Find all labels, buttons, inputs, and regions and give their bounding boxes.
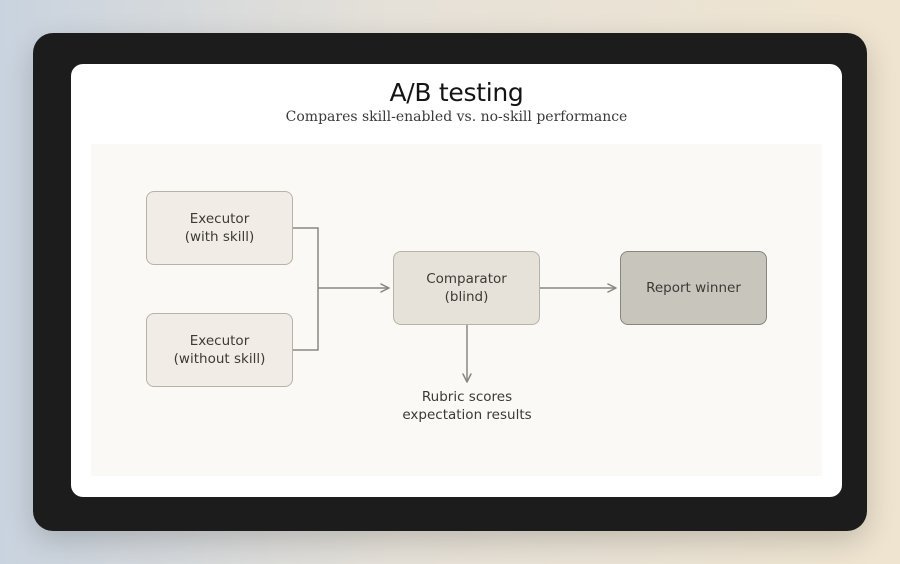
slide: A/B testing Compares skill-enabled vs. n… (71, 64, 842, 497)
report-winner-node: Report winner (620, 251, 767, 325)
rubric-scores-output: Rubric scores expectation results (376, 388, 558, 424)
comparator-qualifier: (blind) (444, 289, 489, 305)
diagram-canvas: Executor (with skill) Executor (without … (91, 144, 822, 476)
edge-executor-with-to-merge (293, 227, 319, 288)
edge-executor-without-to-merge (293, 288, 319, 351)
diagram-subtitle: Compares skill-enabled vs. no-skill perf… (285, 109, 628, 125)
report-winner-label: Report winner (646, 280, 741, 296)
diagram-title: A/B testing (389, 78, 524, 107)
comparator-node: Comparator (blind) (393, 251, 540, 325)
executor-with-skill-label: Executor (189, 211, 250, 227)
executor-with-skill-qualifier: (with skill) (184, 229, 255, 245)
executor-without-skill-node: Executor (without skill) (146, 313, 293, 387)
comparator-label: Comparator (426, 271, 507, 287)
rubric-scores-line: Rubric scores (421, 389, 513, 405)
executor-without-skill-label: Executor (189, 333, 250, 349)
connector-layer (293, 227, 617, 383)
expectation-results-line: expectation results (402, 407, 532, 423)
executor-with-skill-node: Executor (with skill) (146, 191, 293, 265)
executor-without-skill-qualifier: (without skill) (173, 351, 266, 367)
